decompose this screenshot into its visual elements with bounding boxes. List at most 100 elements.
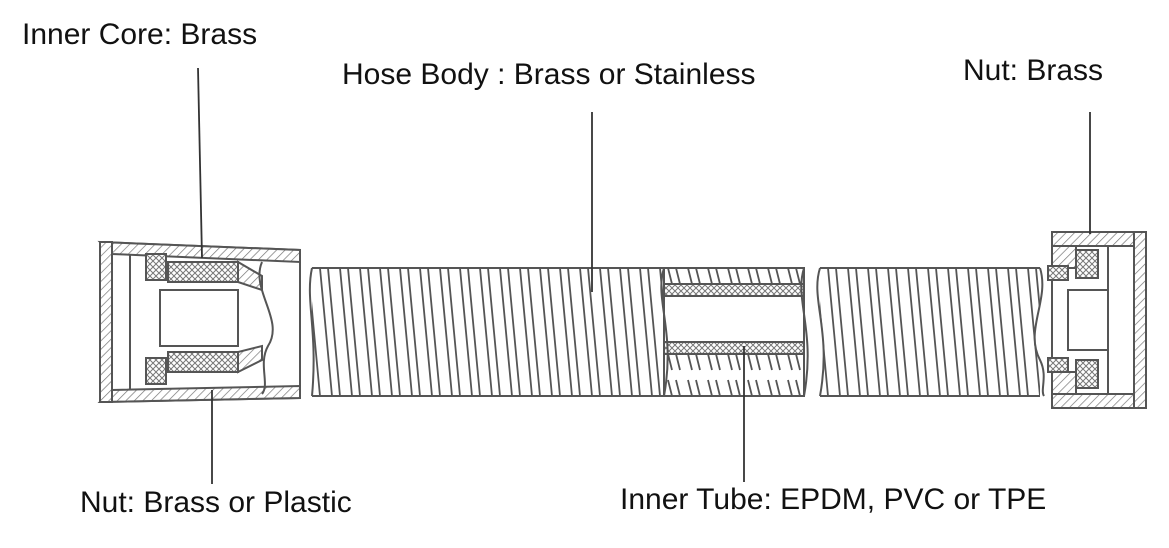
- hose-ridge: [867, 268, 881, 396]
- inner-tube-right-cut: [800, 267, 809, 397]
- inner-core-label: Inner Core: Brass: [22, 18, 258, 51]
- inner-tube-bore: [663, 295, 805, 343]
- inner-tube-ridge: [747, 267, 761, 285]
- hose-ridge: [467, 268, 481, 396]
- right-core-bore: [1067, 289, 1109, 351]
- hose-a-outline: [312, 267, 664, 397]
- left-core-bottom-block: [167, 351, 239, 373]
- inner-tube-ridge: [687, 379, 701, 397]
- left-nut-end-wall: [99, 241, 113, 403]
- hose-ridge: [827, 268, 841, 396]
- hose-ridge: [579, 268, 593, 396]
- inner-tube-ridge: [787, 379, 801, 397]
- hose-ridge: [967, 268, 981, 396]
- hose-a-ridges: [312, 268, 664, 396]
- hose-ridge: [519, 268, 533, 396]
- left-core-top: [145, 253, 167, 281]
- inner-tube-wall-bottom: [663, 341, 805, 355]
- hose-ridge: [427, 268, 441, 396]
- hose-ridge: [907, 268, 921, 396]
- hose-ridge: [379, 268, 393, 396]
- hose-ridge: [915, 268, 929, 396]
- hose-ridge: [995, 268, 1009, 396]
- hose-a-left-end: [308, 267, 315, 397]
- hose-ridge: [647, 268, 661, 396]
- leader-lines: [197, 67, 1091, 484]
- hose-body-section-a: [308, 267, 664, 397]
- inner-tube-ridge: [727, 379, 741, 397]
- hose-ridge: [987, 268, 1001, 396]
- hose-ridge: [539, 268, 553, 396]
- inner-tube-ridge: [747, 353, 761, 371]
- inner-tube-ridge: [707, 267, 721, 285]
- hose-ridge: [499, 268, 513, 396]
- right-core-top: [1075, 249, 1099, 279]
- right-fitting: [1033, 231, 1147, 409]
- left-fitting: [97, 240, 301, 404]
- inner-tube-ridge: [667, 267, 681, 285]
- hose-ridge: [1015, 268, 1029, 396]
- hose-ridge: [607, 268, 621, 396]
- hose-ridge: [439, 268, 453, 396]
- hose-ridge: [927, 268, 941, 396]
- right-nut-end-wall: [1133, 231, 1147, 409]
- inner-tube-ridge: [687, 267, 701, 285]
- hose-ridge: [947, 268, 961, 396]
- inner-tube-ridges: [667, 267, 801, 397]
- hose-ridge: [399, 268, 413, 396]
- hose-ridge: [459, 268, 473, 396]
- hose-ridge: [895, 268, 909, 396]
- hose-ridge: [407, 268, 421, 396]
- nut-right-label: Nut: Brass: [963, 54, 1104, 87]
- hose-ridge: [1035, 268, 1040, 321]
- hose-b-ridges: [820, 268, 1040, 396]
- inner-tube-wall-top: [663, 283, 805, 297]
- right-nut-front-wall-top: [1051, 245, 1077, 269]
- right-core-bottom-small: [1047, 357, 1069, 373]
- hose-ridge: [387, 268, 401, 396]
- hose-ridge: [312, 301, 321, 396]
- inner-tube-left-cut: [660, 267, 669, 397]
- hose-ridge: [887, 268, 901, 396]
- inner-tube-ridge: [787, 353, 801, 371]
- hose-ridge: [339, 268, 353, 396]
- hose-ridge: [875, 268, 889, 396]
- inner-tube-ridge: [727, 267, 741, 285]
- hose-ridge: [487, 268, 501, 396]
- hose-b-left-cut: [816, 267, 825, 397]
- hose-ridge: [935, 268, 949, 396]
- inner-tube-ridge: [767, 379, 781, 397]
- hose-ridge: [847, 268, 861, 396]
- hose-body-section-b: [816, 267, 1040, 397]
- inner-tube-ridge: [727, 353, 741, 371]
- inner-tube-ridge: [767, 353, 781, 371]
- right-nut-front-wall-bottom: [1051, 371, 1077, 395]
- inner-tube-ridge: [667, 379, 681, 397]
- hose-ridge: [419, 268, 433, 396]
- inner-tube-ridge: [767, 267, 781, 285]
- left-core-bore: [159, 289, 239, 347]
- inner-tube-ridge: [707, 353, 721, 371]
- left-core-bottom: [145, 357, 167, 385]
- hose-ridge: [619, 268, 633, 396]
- inner-tube-ridge: [787, 267, 801, 285]
- hose-ridge: [855, 268, 869, 396]
- hose-ridge: [559, 268, 573, 396]
- hose-ridge: [639, 268, 653, 396]
- right-nut-bottom-wall: [1051, 393, 1147, 409]
- inner-tube-cutaway: [660, 267, 809, 397]
- hose-ridge: [587, 268, 601, 396]
- hose-ridge: [507, 268, 521, 396]
- hose-body-label: Hose Body : Brass or Stainless: [342, 58, 756, 91]
- hose-ridge: [347, 268, 361, 396]
- right-core-top-small: [1047, 265, 1069, 281]
- right-nut-top-wall: [1051, 231, 1147, 247]
- right-core-bottom: [1075, 359, 1099, 389]
- hose-ridge: [955, 268, 969, 396]
- hose-ridge: [627, 268, 641, 396]
- hose-ridge: [975, 268, 989, 396]
- leader-inner-core: [197, 67, 203, 259]
- inner-tube-label: Inner Tube: EPDM, PVC or TPE: [620, 483, 1047, 516]
- hose-ridge: [479, 268, 493, 396]
